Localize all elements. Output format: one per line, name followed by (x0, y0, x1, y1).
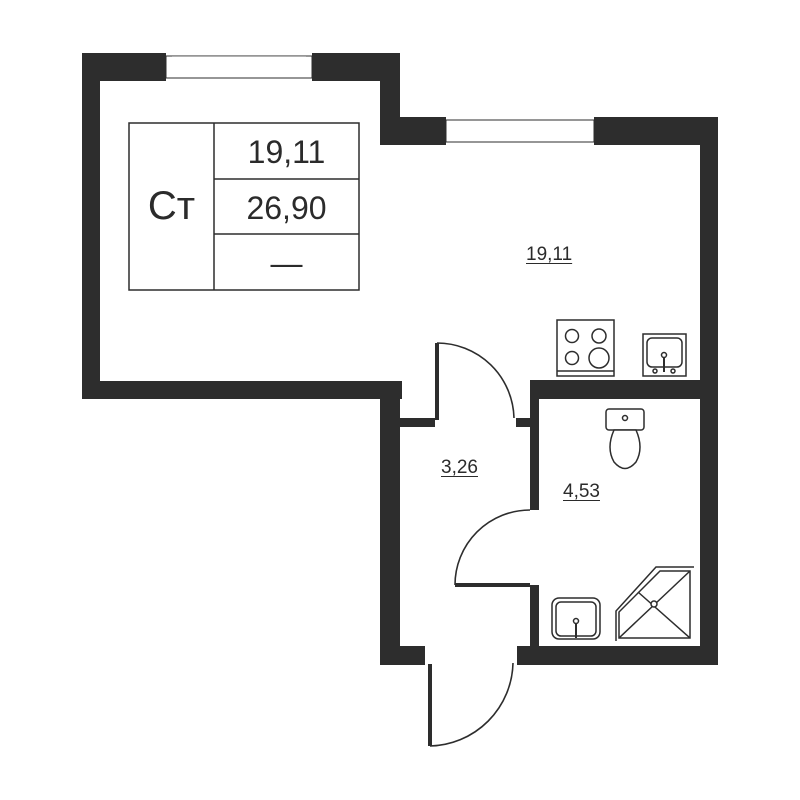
legend-table (128, 122, 360, 291)
window-top-left (165, 55, 313, 79)
total-area-value: 26,90 (246, 189, 327, 226)
toilet-icon (605, 408, 645, 470)
door-entrance (428, 662, 514, 747)
living-area-value: 19,11 (247, 134, 326, 170)
door-living-room (435, 342, 515, 420)
bathroom-sink-icon (551, 597, 601, 640)
room-area-living: 19,11 (526, 244, 573, 265)
apartment-type-label: Ст (147, 184, 196, 228)
door-bathroom (454, 509, 531, 587)
room-area-bathroom: 4,53 (563, 481, 600, 502)
kitchen-sink-icon (642, 333, 687, 377)
corner-shower-icon (615, 566, 694, 641)
room-area-hallway: 3,26 (441, 457, 478, 478)
window-top-right (445, 119, 595, 143)
stove-icon (556, 319, 615, 377)
balcony-area-value: — (270, 244, 303, 281)
walls (82, 53, 718, 665)
